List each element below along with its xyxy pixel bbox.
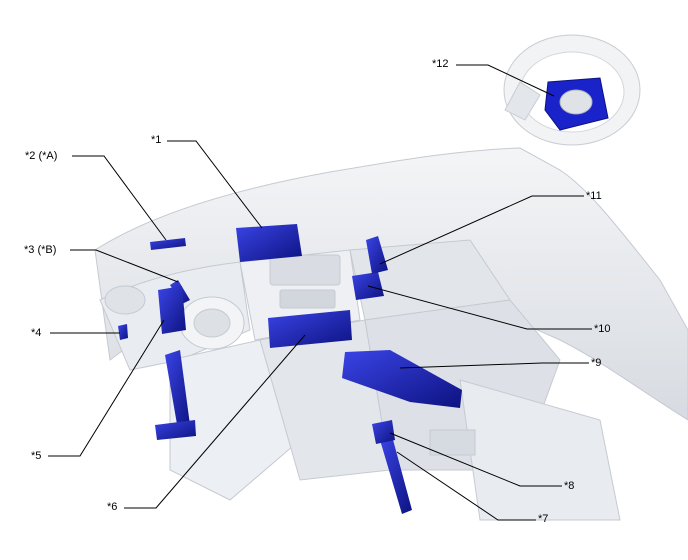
component-9-console-switch bbox=[342, 350, 462, 408]
component-1-display bbox=[236, 224, 302, 262]
callout-4: *4 bbox=[31, 327, 42, 339]
leader-5 bbox=[48, 319, 165, 457]
callout-11: *11 bbox=[586, 190, 602, 202]
component-8-connector bbox=[372, 420, 395, 444]
leader-10 bbox=[367, 285, 592, 330]
callout-6: *6 bbox=[107, 501, 118, 513]
component-6-audio-panel bbox=[268, 310, 352, 348]
callout-12: *12 bbox=[432, 58, 449, 70]
callout-7: *7 bbox=[538, 513, 549, 525]
callout-5: *5 bbox=[31, 450, 42, 462]
leader-11 bbox=[379, 195, 584, 265]
leader-6 bbox=[124, 334, 306, 509]
component-2-switch bbox=[150, 238, 186, 250]
component-11-bracket bbox=[366, 236, 388, 274]
callout-1: *1 bbox=[151, 134, 162, 146]
component-5-pedal-assembly bbox=[155, 286, 196, 440]
steering-wheel-illustration bbox=[503, 34, 641, 146]
leader-8 bbox=[389, 432, 562, 487]
leader-3 bbox=[70, 249, 179, 283]
callout-2: *2 (*A) bbox=[25, 150, 58, 162]
leader-7 bbox=[396, 451, 536, 521]
callout-9: *9 bbox=[591, 357, 602, 369]
callout-3: *3 (*B) bbox=[24, 244, 57, 256]
component-4-switch bbox=[118, 324, 128, 340]
leader-1 bbox=[167, 140, 263, 229]
callout-8: *8 bbox=[564, 480, 575, 492]
leader-lines bbox=[48, 64, 592, 521]
leader-12 bbox=[456, 64, 555, 97]
component-7-bracket bbox=[380, 436, 412, 514]
leader-2 bbox=[72, 155, 167, 241]
dashboard-outline bbox=[94, 147, 688, 521]
callout-10: *10 bbox=[594, 323, 611, 335]
leader-9 bbox=[399, 362, 589, 369]
